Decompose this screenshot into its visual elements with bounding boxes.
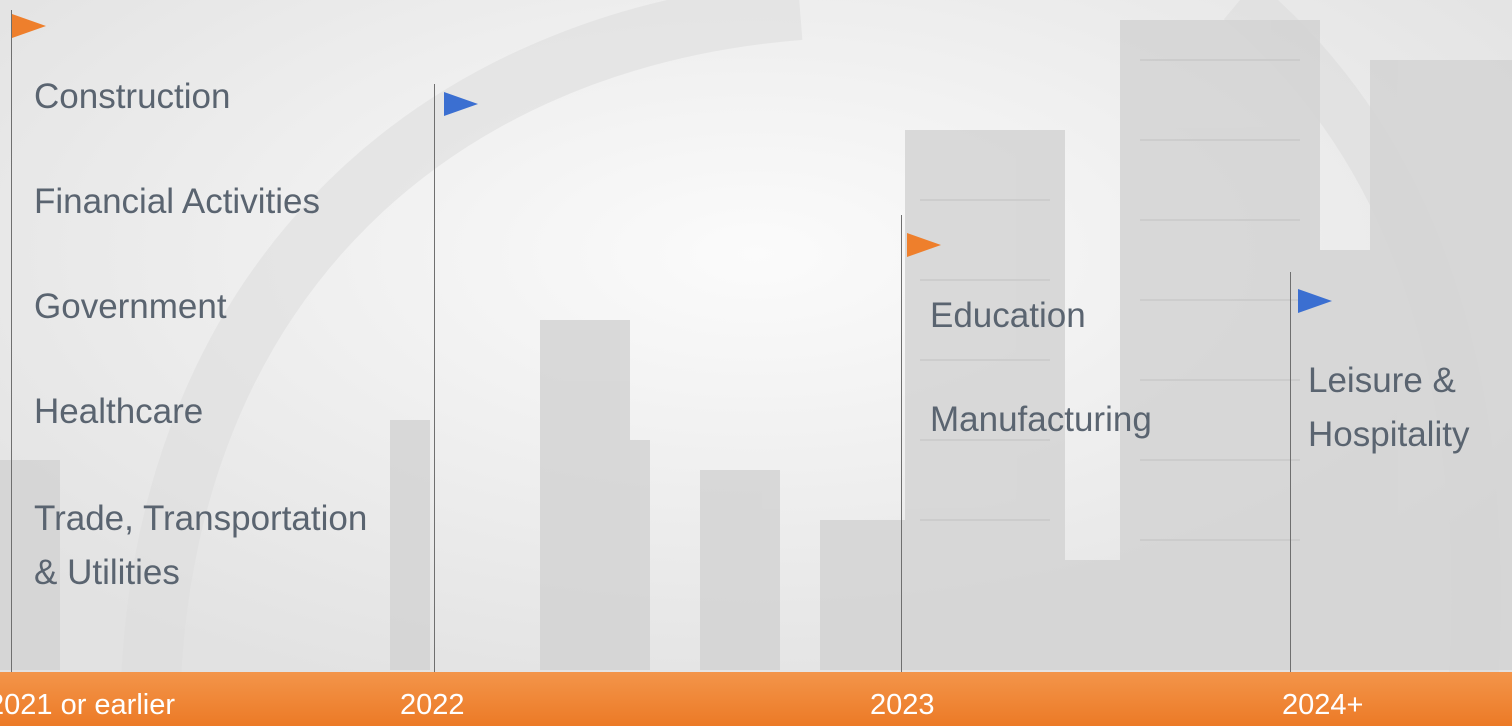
year-label-2024-plus: 2024+	[1282, 689, 1364, 721]
sector-trade-transportation: Trade, Transportation	[34, 499, 368, 538]
sector-education: Education	[930, 296, 1086, 335]
flag-icon	[907, 233, 941, 257]
sector-manufacturing: Manufacturing	[930, 400, 1152, 439]
sector-utilities: & Utilities	[34, 553, 180, 592]
sector-government: Government	[34, 287, 227, 326]
sector-healthcare: Healthcare	[34, 392, 204, 431]
timeline-pole-2021	[11, 10, 12, 672]
timeline-pole-2024	[1290, 272, 1291, 672]
timeline-band	[0, 672, 1512, 726]
flag-icon	[1298, 289, 1332, 313]
year-label-2021-or-earlier: 2021 or earlier	[0, 689, 175, 721]
timeline-pole-2023	[901, 215, 902, 672]
year-label-2022: 2022	[400, 689, 465, 721]
flag-icon	[444, 92, 478, 116]
sector-hospitality: Hospitality	[1308, 415, 1470, 454]
sector-leisure: Leisure &	[1308, 361, 1456, 400]
sector-construction: Construction	[34, 77, 231, 116]
timeline-pole-2022	[434, 84, 435, 672]
flag-icon	[12, 14, 46, 38]
sector-financial-activities: Financial Activities	[34, 182, 320, 221]
year-label-2023: 2023	[870, 689, 935, 721]
